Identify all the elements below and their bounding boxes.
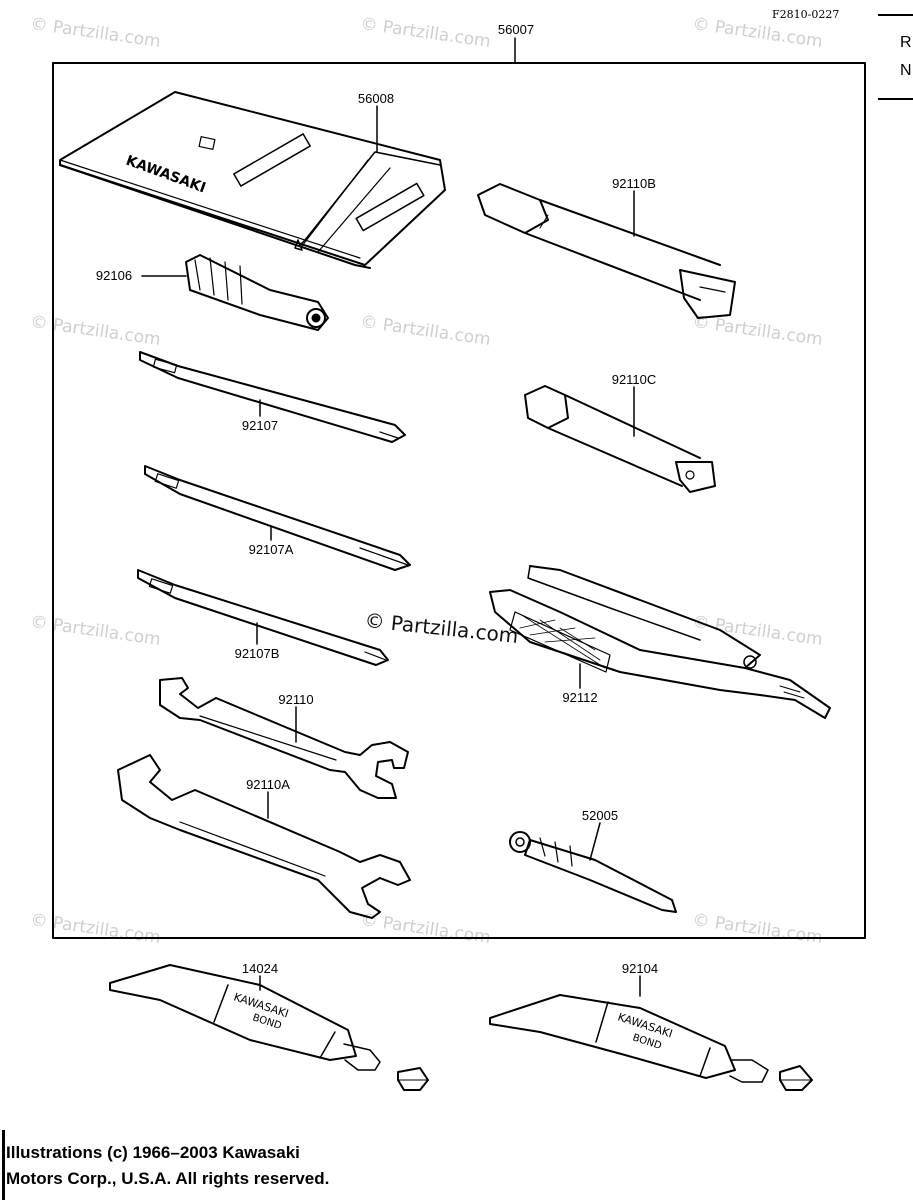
- part-number-92110a[interactable]: 92110A: [246, 777, 290, 792]
- screwdriver-92107b: [137, 569, 389, 666]
- part-number-92107b[interactable]: 92107B: [234, 646, 280, 661]
- part-number-92107a[interactable]: 92107A: [248, 542, 294, 557]
- side-tab-rule-top: [878, 14, 913, 16]
- box-wrench-92110c: [524, 385, 716, 493]
- screwdriver-92107: [139, 351, 406, 443]
- bond-tube-14024: [109, 964, 429, 1091]
- copyright-bar: [2, 1130, 5, 1200]
- part-number-92107[interactable]: 92107: [241, 418, 279, 433]
- part-number-92112[interactable]: 92112: [562, 690, 598, 705]
- figure-id: F2810-0227: [772, 8, 840, 21]
- copyright-line-1: Illustrations (c) 1966–2003 Kawasaki: [6, 1143, 300, 1162]
- side-tab-letter: R: [900, 34, 912, 51]
- wrench-92110: [159, 677, 409, 799]
- part-number-92106[interactable]: 92106: [95, 268, 133, 283]
- leader-line: [589, 822, 601, 861]
- tool-pouch: [59, 91, 446, 269]
- part-number-92104[interactable]: 92104: [621, 961, 659, 976]
- part-number-56007[interactable]: 56007: [497, 22, 535, 37]
- copyright-line-2: Motors Corp., U.S.A. All rights reserved…: [6, 1169, 330, 1188]
- bond-tube-92104: [489, 994, 813, 1091]
- side-tab-rule-bottom: [878, 98, 913, 100]
- screwdriver-handle: [185, 254, 329, 331]
- part-number-52005[interactable]: 52005: [581, 808, 619, 823]
- part-number-56008[interactable]: 56008: [357, 91, 395, 106]
- part-number-92110[interactable]: 92110: [278, 692, 314, 707]
- part-number-92110b[interactable]: 92110B: [612, 176, 656, 191]
- tool-kit-frame: [52, 62, 866, 939]
- part-number-92110c[interactable]: 92110C: [611, 372, 657, 387]
- wrench-92110a: [117, 754, 411, 919]
- screwdriver-92107a: [144, 465, 411, 571]
- copyright-notice: Illustrations (c) 1966–2003 Kawasaki Mot…: [6, 1140, 329, 1192]
- side-tab-letter: N: [900, 62, 912, 79]
- box-wrench-92110b: [477, 183, 736, 319]
- pliers-92112: [489, 565, 831, 719]
- part-number-14024[interactable]: 14024: [241, 961, 279, 976]
- tire-gauge: [509, 831, 677, 913]
